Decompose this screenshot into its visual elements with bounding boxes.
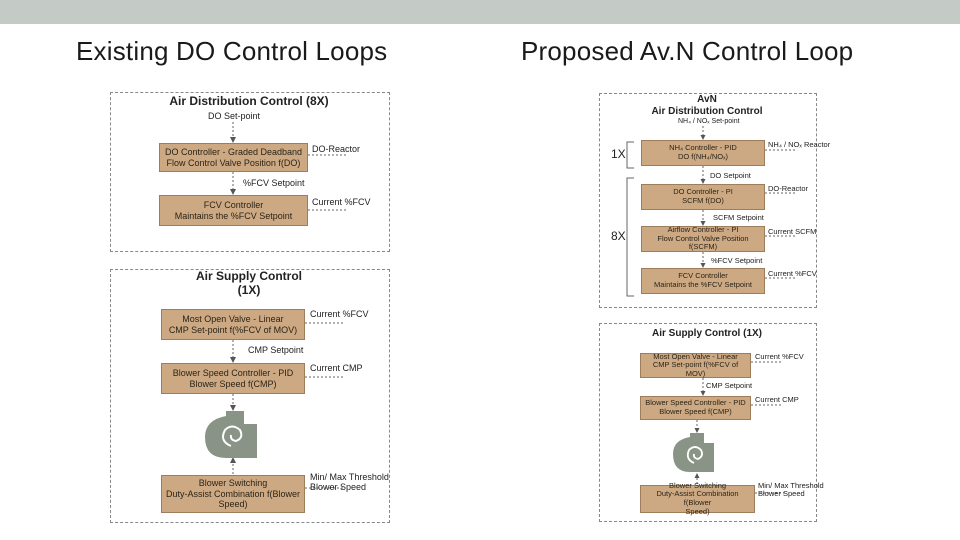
left-blower-speed-box: Blower Speed Controller - PID Blower Spe… [161,363,305,394]
right-blower-speed-box: Blower Speed Controller - PID Blower Spe… [640,396,751,420]
left-current-cmp-label: Current CMP [310,363,363,373]
left-mov-box: Most Open Valve - Linear CMP Set-point f… [161,309,305,340]
multiplier-1x-label: 1X [611,147,626,161]
right-cmp-setpoint-label: CMP Setpoint [706,381,753,390]
right-fcv-setpoint-label: %FCV Setpoint [711,256,763,265]
left-air-distribution-title: Air Distribution Control (8X) [169,94,329,108]
left-blower-switching-box: Blower Switching Duty-Assist Combination… [161,475,305,513]
left-do-setpoint-label: DO Set-point [208,111,261,121]
left-threshold-label: Min/ Max Threshold Blower Speed [310,472,389,492]
left-air-supply-title: Air Supply Control (1X) [196,269,302,297]
left-current-fcv-supply-label: Current %FCV [310,309,369,319]
right-nh4-setpoint-label: NH₄ / NOₓ Set-point [678,118,740,125]
right-scfm-setpoint-label: SCFM Setpoint [713,213,764,222]
heading-existing: Existing DO Control Loops [76,36,388,66]
right-fcv-controller-box: FCV Controller Maintains the %FCV Setpoi… [641,268,765,294]
left-cmp-setpoint-label: CMP Setpoint [248,345,304,355]
right-do-controller-box: DO Controller - PI SCFM f(DO) [641,184,765,210]
right-current-scfm-label: Current SCFM [768,227,817,236]
right-airflow-controller-box: Airflow Controller - PI Flow Control Val… [641,225,765,252]
left-current-fcv-label: Current %FCV [312,197,371,207]
right-do-reactor-label: DO-Reactor [768,184,809,193]
right-mov-box: Most Open Valve - Linear CMP Set-point f… [640,352,751,378]
blower-icon [673,433,714,472]
right-current-fcv-label: Current %FCV [768,269,817,278]
right-nh4-reactor-label: NH₄ / NOₓ Reactor [768,140,831,149]
right-air-supply-title: Air Supply Control (1X) [652,328,762,339]
left-do-controller-box: DO Controller - Graded Deadband Flow Con… [159,143,308,172]
right-do-setpoint-label: DO Setpoint [710,171,751,180]
right-nh4-controller-box: NH₄ Controller - PID DO f(NH₄/NOₓ) [641,140,765,166]
right-air-distribution-title: AvN Air Distribution Control [651,94,763,117]
right-current-cmp-label: Current CMP [755,395,799,404]
left-do-reactor-label: DO-Reactor [312,144,361,154]
right-current-fcv-supply-label: Current %FCV [755,352,804,361]
left-fcv-controller-box: FCV Controller Maintains the %FCV Setpoi… [159,195,308,226]
blower-icon [205,411,257,458]
heading-proposed: Proposed Av.N Control Loop [521,36,854,66]
top-band [0,0,960,24]
right-blower-switching-box: Blower Switching Duty-Assist Combination… [640,481,755,515]
left-fcv-setpoint-label: %FCV Setpoint [243,178,305,188]
right-threshold-label: Min/ Max Threshold Blower Speed [758,481,824,499]
multiplier-8x-label: 8X [611,229,626,243]
